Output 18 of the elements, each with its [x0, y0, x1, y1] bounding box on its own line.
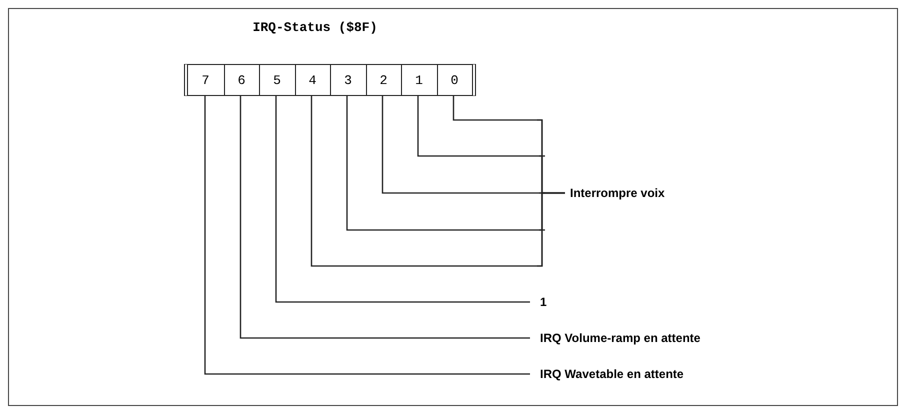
- bit-number: 1: [415, 72, 423, 88]
- bit-number: 4: [308, 72, 316, 88]
- leader-line: [240, 96, 530, 339]
- bit-number: 2: [380, 72, 388, 88]
- leader-line: [204, 96, 530, 375]
- bit-number: 0: [450, 72, 458, 88]
- leader-line: [310, 96, 565, 267]
- register-title: IRQ-Status ($8F): [252, 20, 378, 35]
- bit-description: IRQ Wavetable en attente: [540, 367, 684, 381]
- bit-description: Interrompre voix: [570, 186, 665, 200]
- bit-number: 3: [344, 72, 352, 88]
- register-bar: [184, 64, 476, 96]
- bit-number: 6: [238, 72, 246, 88]
- bit-number: 5: [273, 72, 281, 88]
- bit-description: 1: [540, 295, 547, 309]
- leader-line: [275, 96, 530, 303]
- bit-description: IRQ Volume-ramp en attente: [540, 331, 700, 345]
- bit-number: 7: [202, 72, 210, 88]
